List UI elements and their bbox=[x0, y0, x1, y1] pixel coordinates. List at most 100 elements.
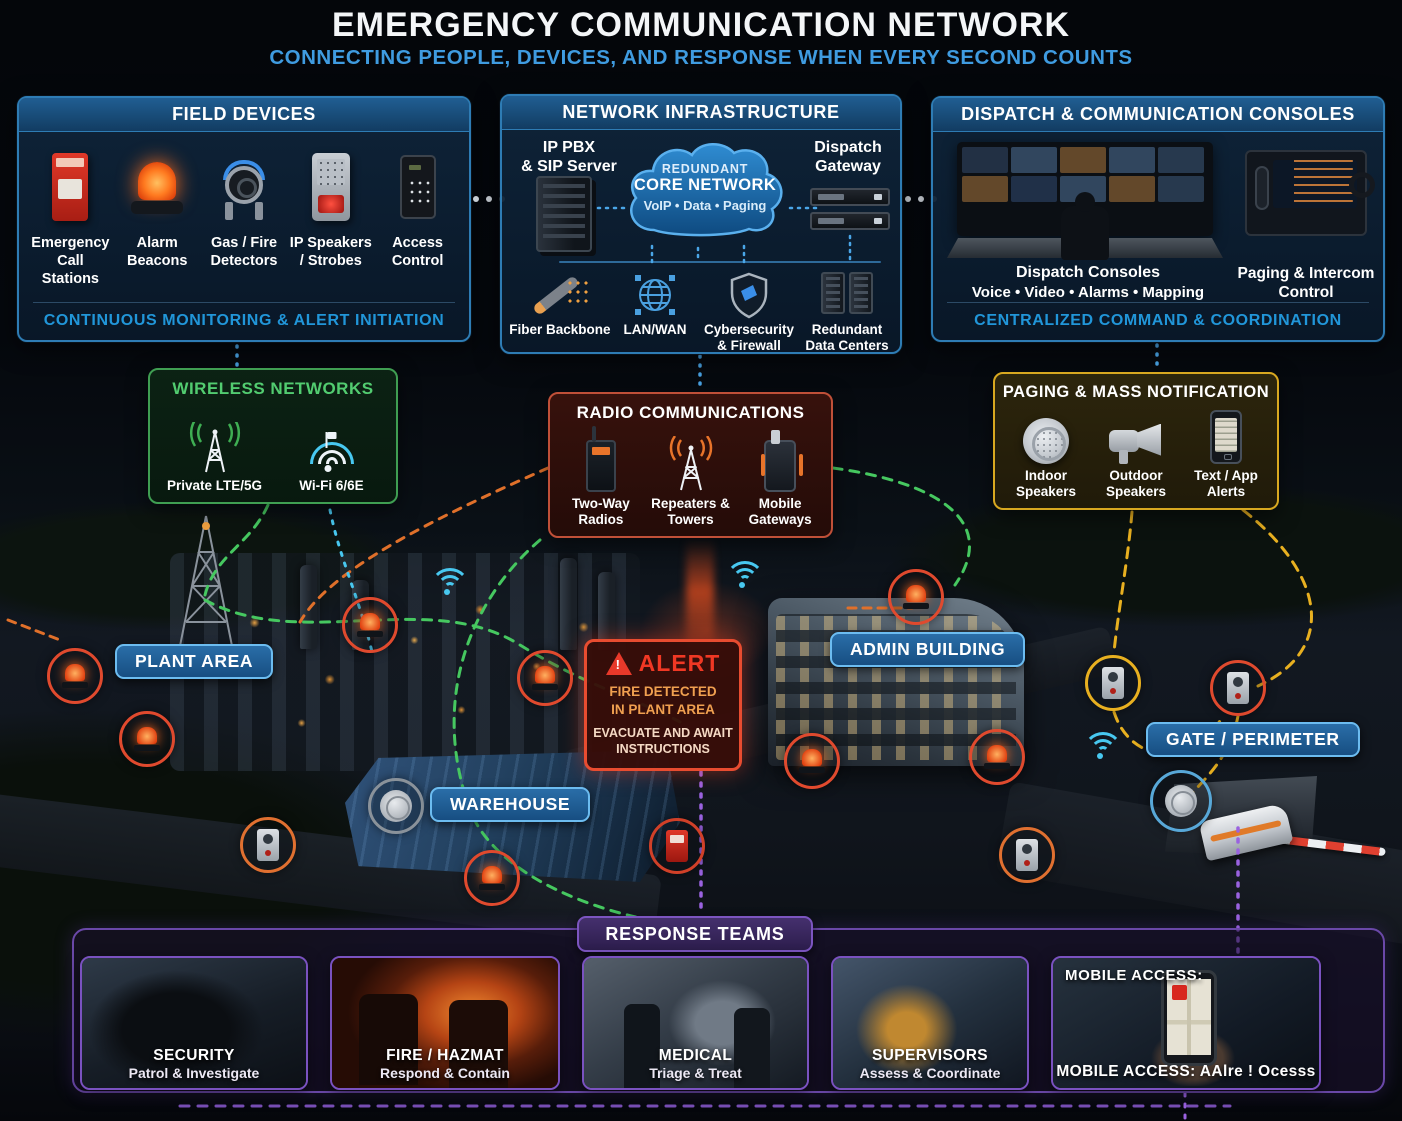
wireless-item-label: Private LTE/5G bbox=[166, 477, 263, 493]
ip-pbx-label-line1: IP PBX bbox=[542, 139, 596, 156]
mobile-gateway-icon bbox=[761, 429, 797, 492]
alarm-beacon-marker bbox=[342, 597, 398, 653]
alert-beam bbox=[686, 538, 714, 656]
mobile-access-top-label: MOBILE ACCESS: bbox=[1065, 967, 1203, 984]
alert-detail-line1: FIRE DETECTED bbox=[609, 684, 717, 699]
access-control-icon bbox=[399, 155, 436, 219]
dispatch-consoles-sub: Voice • Video • Alarms • Mapping bbox=[971, 284, 1205, 301]
field-device-label: IP Speakers / Strobes bbox=[289, 235, 372, 270]
network-item: Redundant Data Centers bbox=[800, 268, 894, 354]
response-card-mobile-access: MOBILE ACCESS: MOBILE ACCESS: AAlre ! Oc… bbox=[1051, 956, 1321, 1090]
card-title: SECURITY bbox=[153, 1047, 235, 1064]
wireless-networks-title: WIRELESS NETWORKS bbox=[172, 379, 374, 398]
response-card-supervisors: SUPERVISORS Assess & Coordinate bbox=[831, 956, 1029, 1090]
wifi-signal-icon bbox=[428, 562, 472, 596]
alarm-beacon-marker bbox=[464, 850, 520, 906]
field-device-item: Gas / Fire Detectors bbox=[201, 140, 288, 288]
paging-item: Text / App Alerts bbox=[1181, 409, 1271, 500]
paging-intercom-desk bbox=[1245, 150, 1375, 236]
radio-item-label: Mobile Gateways bbox=[748, 495, 812, 527]
wireless-item: Private LTE/5G bbox=[156, 420, 273, 494]
dispatch-consoles-panel: DISPATCH & COMMUNICATION CONSOLES Dispat… bbox=[931, 96, 1385, 342]
card-title: SUPERVISORS bbox=[871, 1047, 989, 1064]
ip-pbx-label: IP PBX & SIP Server bbox=[508, 138, 630, 176]
lan-wan-icon bbox=[634, 275, 675, 315]
ip-speaker-strobe-icon bbox=[311, 153, 350, 221]
gateway-label-line2: Gateway bbox=[815, 158, 881, 176]
alarm-beacon-marker bbox=[47, 648, 103, 704]
repeater-tower-icon bbox=[669, 435, 712, 490]
card-photo bbox=[82, 958, 306, 1088]
dispatch-consoles-footer: CENTRALIZED COMMAND & COORDINATION bbox=[947, 302, 1369, 330]
alert-box: ALERT FIRE DETECTED IN PLANT AREA EVACUA… bbox=[584, 639, 742, 771]
dispatch-consoles-label: Dispatch Consoles bbox=[1015, 264, 1161, 281]
wifi-signal-icon bbox=[1081, 726, 1125, 760]
core-network-cloud: REDUNDANT CORE NETWORK VoIP • Data • Pag… bbox=[620, 136, 790, 248]
cloud-line3: VoIP • Data • Paging bbox=[643, 198, 767, 213]
ip-pbx-label-line2: & SIP Server bbox=[521, 158, 617, 176]
card-subtitle: MOBILE ACCESS: AAlre ! Ocesss bbox=[1056, 1063, 1316, 1080]
network-item-label: Cybersecurity & Firewall bbox=[703, 322, 795, 354]
card-subtitle: Patrol & Investigate bbox=[128, 1065, 260, 1081]
network-bottom-row: Fiber Backbone LAN/WAN bbox=[508, 268, 894, 354]
paging-intercom-label: Paging & Intercom Control bbox=[1237, 265, 1375, 302]
wifi-signal-icon bbox=[723, 555, 767, 589]
radio-communications-title: RADIO COMMUNICATIONS bbox=[576, 403, 805, 422]
card-photo bbox=[584, 958, 807, 1088]
radio-item: Mobile Gateways bbox=[735, 429, 825, 528]
intercom-marker bbox=[1085, 655, 1141, 711]
network-infrastructure-title: NETWORK INFRASTRUCTURE bbox=[502, 96, 900, 130]
field-device-label: Emergency Call Stations bbox=[31, 235, 110, 288]
fiber-backbone-icon bbox=[528, 270, 592, 320]
wireless-item: Wi-Fi 6/6E bbox=[273, 420, 390, 494]
field-device-item: IP Speakers / Strobes bbox=[287, 140, 374, 288]
field-device-label: Gas / Fire Detectors bbox=[210, 235, 278, 270]
card-photo bbox=[1053, 958, 1319, 1088]
network-item: Cybersecurity & Firewall bbox=[698, 268, 800, 354]
speaker-marker bbox=[368, 778, 424, 834]
alarm-beacon-icon bbox=[131, 160, 184, 214]
paging-item: Indoor Speakers bbox=[1001, 410, 1091, 500]
two-way-radio-icon bbox=[585, 425, 616, 492]
network-infrastructure-panel: NETWORK INFRASTRUCTURE IP PBX & SIP Serv… bbox=[500, 94, 902, 354]
network-item-label: Fiber Backbone bbox=[509, 322, 611, 337]
paging-item-label: Indoor Speakers bbox=[1015, 467, 1077, 499]
mobile-phone-icon bbox=[1161, 970, 1217, 1066]
dispatch-gateway-icon bbox=[810, 188, 890, 206]
alert-action: EVACUATE AND AWAIT INSTRUCTIONS bbox=[587, 725, 739, 758]
field-device-item: Alarm Beacons bbox=[114, 140, 201, 288]
wireless-items: Private LTE/5G Wi-Fi 6/6E bbox=[156, 420, 390, 494]
page-subtitle: CONNECTING PEOPLE, DEVICES, AND RESPONSE… bbox=[269, 46, 1133, 69]
field-devices-items: Emergency Call Stations Alarm Beacons Ga… bbox=[27, 140, 461, 288]
cloud-line2: CORE NETWORK bbox=[633, 176, 777, 194]
admin-building-label: ADMIN BUILDING bbox=[830, 632, 1026, 667]
card-subtitle: Respond & Contain bbox=[380, 1065, 510, 1081]
gateway-label-line1: Dispatch bbox=[814, 139, 882, 156]
wifi-icon bbox=[309, 431, 355, 474]
alarm-beacon-marker bbox=[119, 711, 175, 767]
paging-item: Outdoor Speakers bbox=[1091, 410, 1181, 500]
field-devices-title: FIELD DEVICES bbox=[19, 98, 469, 132]
card-title: MEDICAL bbox=[658, 1047, 733, 1064]
cybersecurity-shield-icon bbox=[730, 272, 768, 319]
dispatch-gateway-label: Dispatch Gateway bbox=[798, 138, 898, 176]
warning-triangle-icon bbox=[605, 652, 632, 675]
server-icon bbox=[536, 176, 592, 252]
dispatch-consoles-title: DISPATCH & COMMUNICATION CONSOLES bbox=[933, 98, 1383, 132]
cloud-line1: REDUNDANT bbox=[661, 162, 749, 176]
card-photo bbox=[833, 958, 1027, 1088]
text-app-alerts-icon bbox=[1210, 409, 1242, 464]
field-device-item: Emergency Call Stations bbox=[27, 140, 114, 288]
dispatch-gateway-icon bbox=[810, 212, 890, 230]
response-teams-header: RESPONSE TEAMS bbox=[577, 916, 813, 952]
field-devices-panel: FIELD DEVICES Emergency Call Stations Al… bbox=[17, 96, 471, 342]
radio-items: Two-Way Radios Repeaters & Towers bbox=[556, 425, 825, 528]
radio-item: Two-Way Radios bbox=[556, 425, 646, 528]
paging-item-label: Outdoor Speakers bbox=[1105, 467, 1167, 499]
alert-action-line2: INSTRUCTIONS bbox=[616, 742, 710, 757]
alert-action-line1: EVACUATE AND AWAIT bbox=[593, 726, 733, 741]
plant-area-label: PLANT AREA bbox=[115, 644, 274, 679]
alarm-beacon-marker bbox=[517, 650, 573, 706]
plant-stack-shape bbox=[300, 565, 317, 649]
